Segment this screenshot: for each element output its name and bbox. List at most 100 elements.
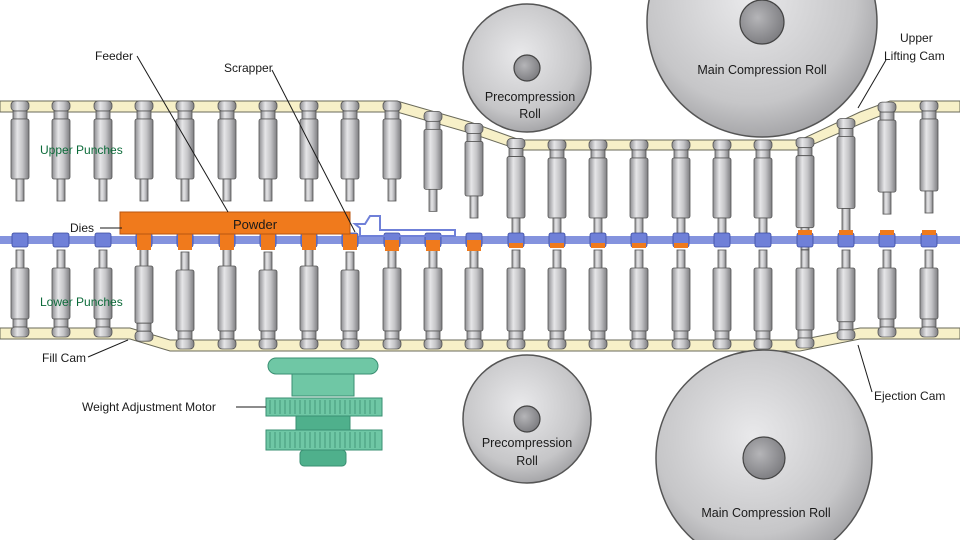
upper-lifting-cam-label-2: Lifting Cam: [884, 49, 945, 63]
powder-fill: [632, 243, 646, 248]
main-compression-roll-bottom: [655, 349, 873, 540]
powder-fill: [674, 243, 688, 248]
die: [713, 232, 731, 248]
powder-fill: [550, 243, 564, 248]
lower-punch: [464, 249, 484, 350]
lower-punch: [134, 247, 154, 342]
tablet: [839, 230, 853, 235]
scrapper-label: Scrapper: [224, 61, 273, 75]
upper-punch: [51, 100, 71, 202]
powder-fill: [261, 234, 275, 250]
leader-lines: [87, 55, 887, 408]
tablet: [798, 230, 812, 235]
lower-punch: [340, 251, 360, 350]
precompression-roll-bottom-label-1: Precompression: [482, 436, 572, 450]
precompression-roll-top-label-2: Roll: [519, 107, 541, 121]
lower-punch: [175, 251, 195, 350]
upper-punches: [10, 100, 939, 251]
upper-punch: [258, 100, 278, 202]
powder-fill: [509, 243, 523, 248]
lower-punch: [423, 249, 443, 350]
upper-punch: [423, 110, 443, 212]
upper-punch: [382, 100, 402, 202]
ejection-cam-label: Ejection Cam: [874, 389, 945, 403]
upper-punch: [712, 139, 732, 241]
powder-fill: [385, 240, 399, 251]
feeder-label: Feeder: [95, 49, 133, 63]
die: [11, 232, 29, 248]
dies-label: Dies: [70, 221, 94, 235]
upper-punch: [919, 100, 939, 214]
lower-punch: [10, 249, 30, 338]
lower-punch: [629, 249, 649, 350]
upper-punch: [175, 100, 195, 202]
die: [94, 232, 112, 248]
powder-in-dies: [137, 230, 936, 251]
precompression-roll-top: [462, 3, 592, 133]
lower-punches: [10, 247, 939, 350]
die: [878, 232, 896, 248]
precompression-roll-bottom-label-2: Roll: [516, 454, 538, 468]
lower-punch: [795, 249, 815, 349]
powder-fill: [220, 234, 234, 250]
lower-punch: [299, 247, 319, 350]
weight-adjustment-motor: [265, 357, 383, 467]
lower-punch: [712, 249, 732, 350]
lower-punch: [382, 249, 402, 350]
lower-punch: [588, 249, 608, 350]
powder-fill: [343, 234, 357, 250]
upper-punch: [877, 101, 897, 215]
upper-lifting-cam-label-1: Upper: [900, 31, 933, 45]
powder-fill: [302, 234, 316, 250]
upper-punch: [299, 100, 319, 202]
lower-punches-label: Lower Punches: [40, 295, 123, 309]
die: [837, 232, 855, 248]
weight-adjustment-motor-label: Weight Adjustment Motor: [82, 400, 216, 414]
lower-punch: [836, 249, 856, 341]
upper-punch: [134, 100, 154, 202]
upper-punch: [629, 139, 649, 241]
powder-label: Powder: [233, 217, 278, 232]
scrapper: [352, 215, 456, 237]
fill-cam-label: Fill Cam: [42, 351, 86, 365]
powder-fill: [591, 243, 605, 248]
upper-punch: [93, 100, 113, 202]
die: [52, 232, 70, 248]
precompression-roll-top-label-1: Precompression: [485, 90, 575, 104]
upper-punch: [588, 139, 608, 241]
tablet: [922, 230, 936, 235]
upper-punch: [547, 139, 567, 241]
powder-fill: [467, 240, 481, 251]
main-compression-roll-top: [646, 0, 878, 138]
lower-punch: [671, 249, 691, 350]
upper-punch: [671, 139, 691, 241]
die: [796, 232, 814, 248]
upper-punch: [464, 123, 484, 219]
lower-punch: [547, 249, 567, 350]
die: [754, 232, 772, 248]
powder-fill: [178, 234, 192, 250]
tablet: [880, 230, 894, 235]
powder-fill: [137, 234, 151, 250]
lower-punch: [258, 251, 278, 350]
upper-punches-label: Upper Punches: [40, 143, 123, 157]
powder-fill: [426, 240, 440, 251]
die: [920, 232, 938, 248]
upper-punch: [10, 100, 30, 202]
lower-punch: [877, 249, 897, 338]
lower-punch: [93, 249, 113, 338]
main-compression-roll-top-label: Main Compression Roll: [697, 63, 826, 77]
main-compression-roll-bottom-label: Main Compression Roll: [701, 506, 830, 520]
upper-punch: [753, 139, 773, 241]
upper-punch: [340, 100, 360, 202]
precompression-roll-bottom: [462, 354, 592, 484]
lower-punch: [753, 249, 773, 350]
lower-punch: [217, 247, 237, 350]
lower-punch: [51, 249, 71, 338]
upper-punch: [506, 138, 526, 241]
lower-punch: [919, 249, 939, 338]
upper-punch: [836, 118, 856, 231]
upper-punch: [217, 100, 237, 202]
lower-punch: [506, 249, 526, 350]
